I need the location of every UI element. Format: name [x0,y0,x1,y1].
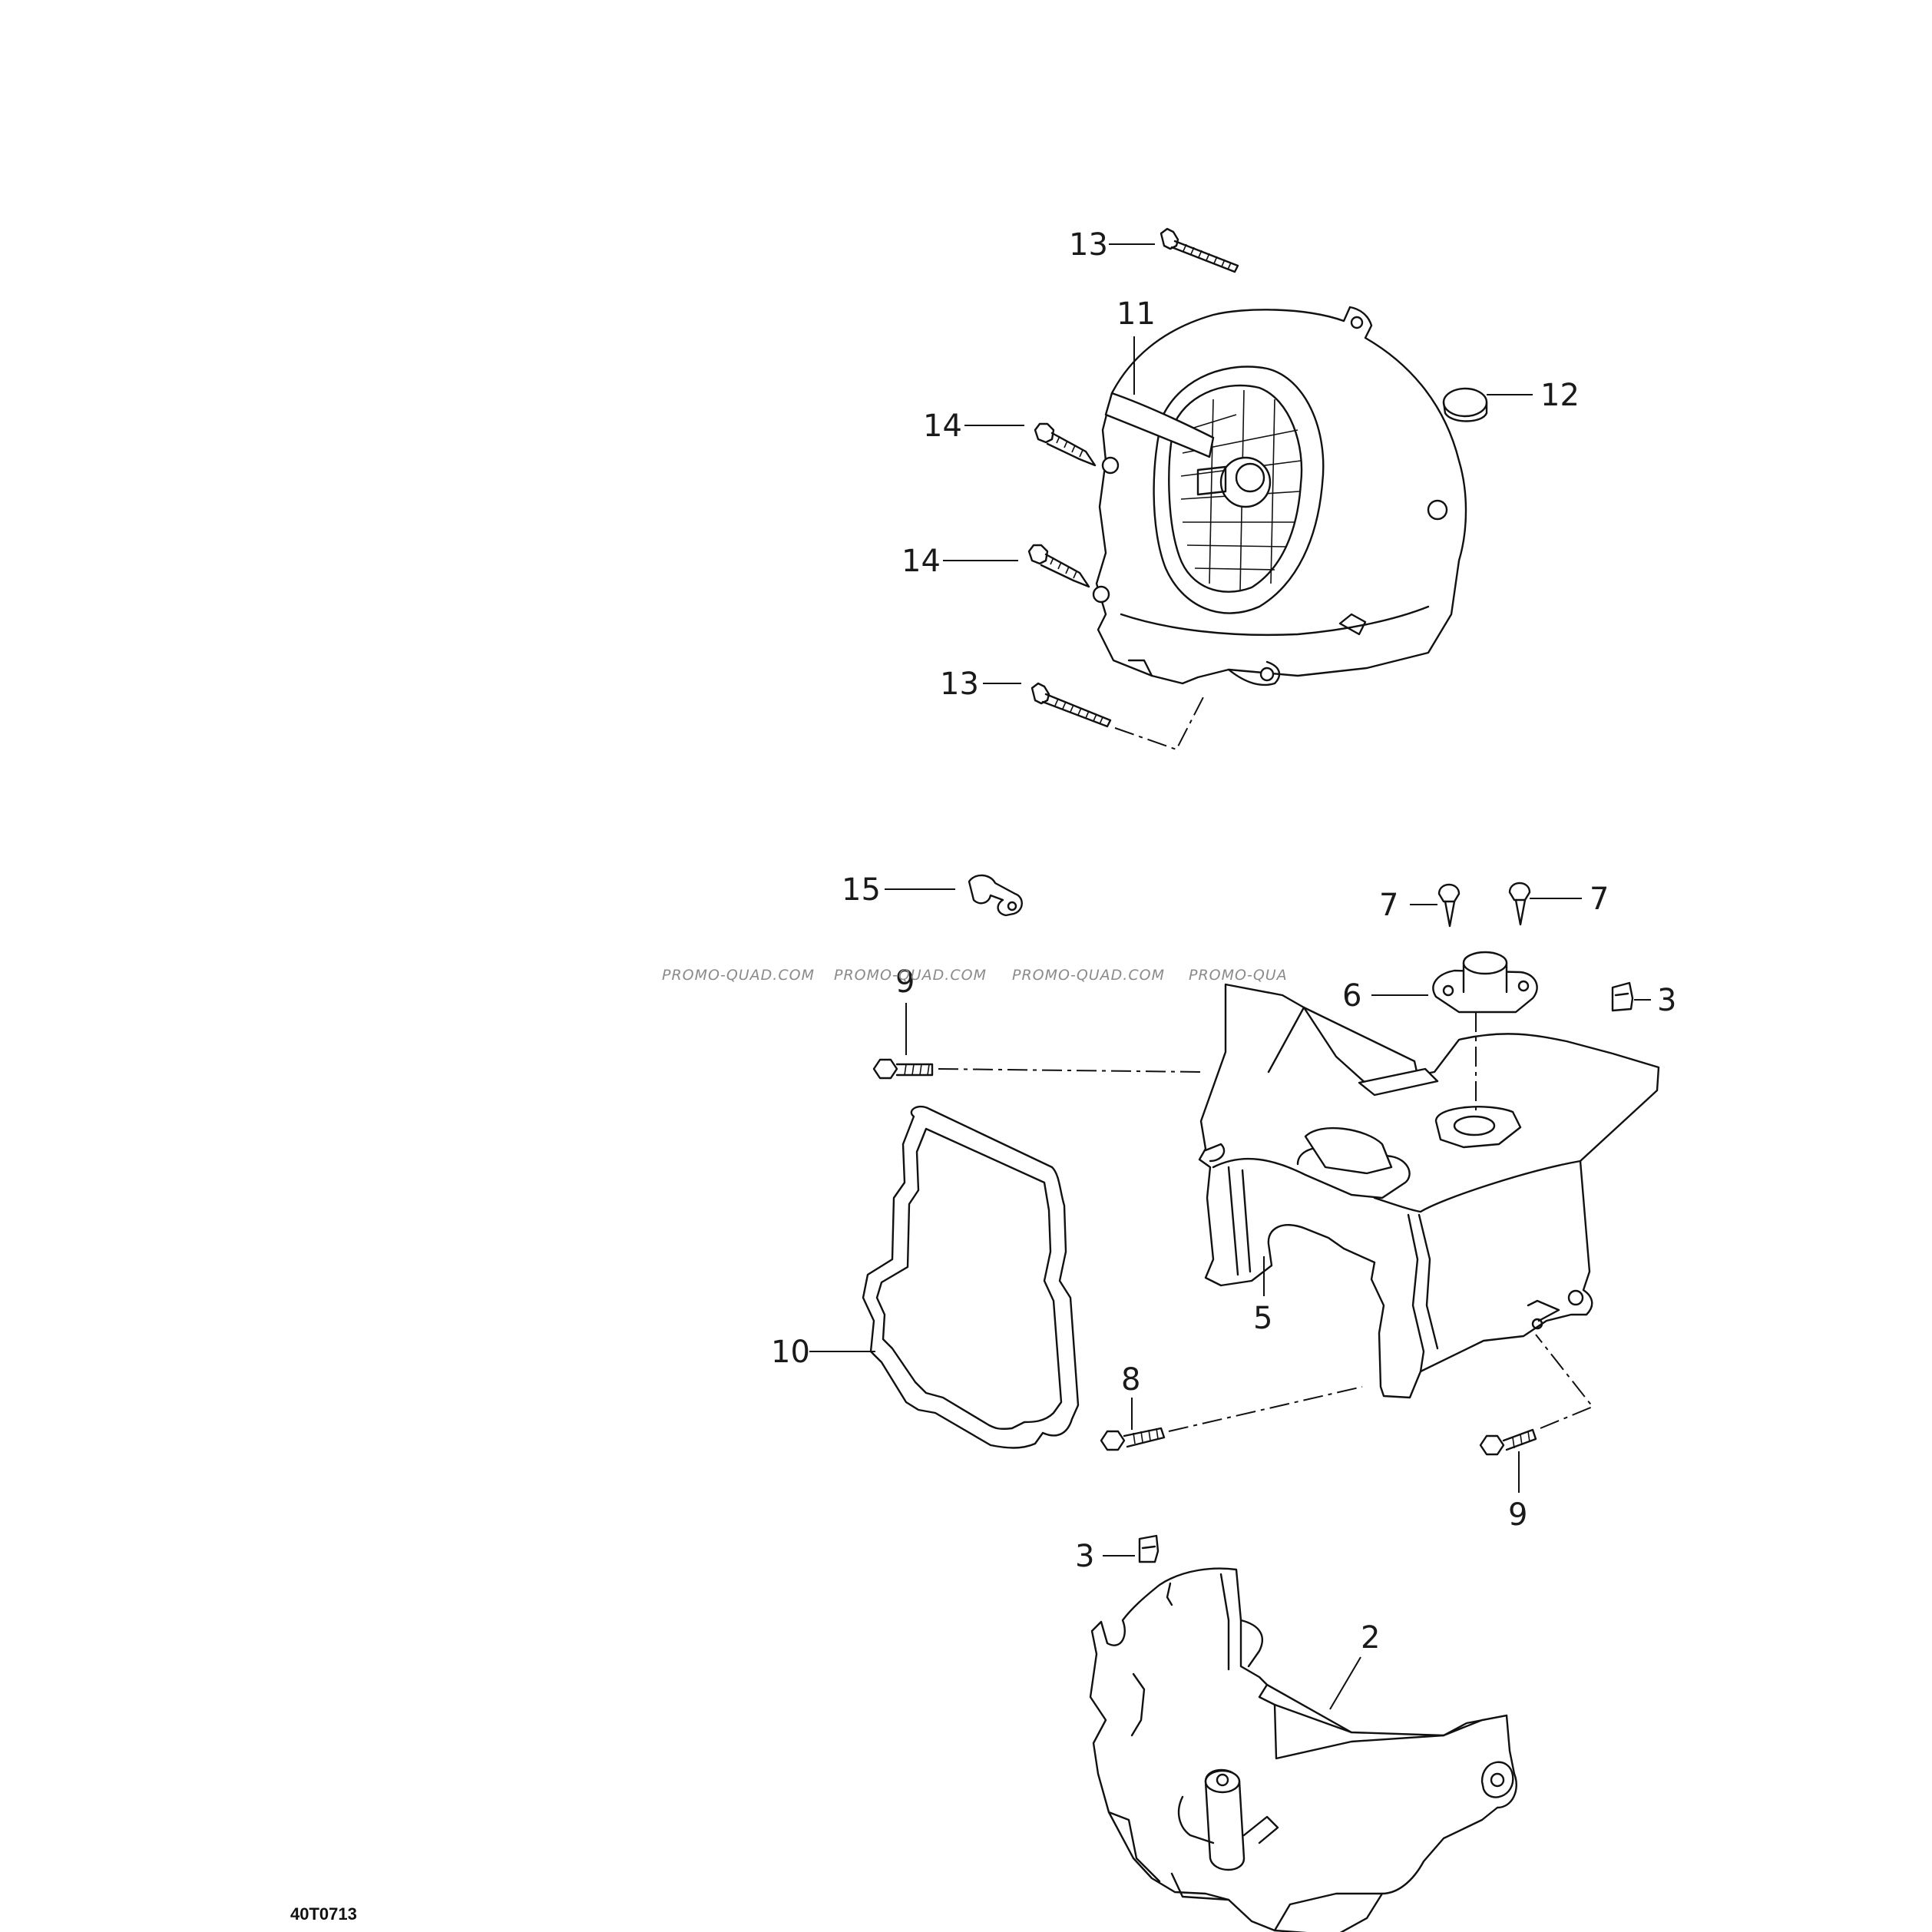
screw-13-top [1160,227,1239,273]
assembly-line-8 [1168,1386,1363,1432]
bolt-9-lower [1479,1428,1537,1456]
watermark-3: PROMO-QUAD.COM [1012,967,1165,984]
callout-10: 10 [771,1335,810,1370]
watermark-4: PROMO-QUA [1189,967,1288,984]
drawing-code: 40T0713 [290,1904,357,1924]
grommet-plate-6 [1432,951,1538,1014]
callout-3-right: 3 [1657,983,1676,1018]
fan-cover-11 [1092,306,1467,686]
callout-7-left: 7 [1379,888,1398,923]
assembly-line-9-upper [938,1068,1202,1073]
screw-14-upper [1034,422,1097,467]
callout-3-left: 3 [1075,1539,1094,1574]
callout-14-upper: 14 [923,409,962,444]
watermark-2: PROMO-QUAD.COM [834,967,987,984]
callout-14-lower: 14 [901,544,941,579]
callout-9-upper: 9 [895,964,915,1000]
gasket-10 [862,1105,1080,1449]
assembly-line-9-lower [1535,1334,1594,1429]
plug-12 [1442,387,1488,422]
screw-7-right [1508,882,1531,926]
callout-13-bottom: 13 [940,667,979,702]
callout-13-top: 13 [1069,227,1108,263]
callout-12: 12 [1540,378,1580,413]
callout-6: 6 [1342,978,1361,1014]
screw-13-bottom [1031,682,1112,728]
screw-7-left [1437,883,1461,928]
callout-15: 15 [842,872,881,908]
callout-labels: 13 11 12 14 14 13 15 7 7 9 6 3 5 10 8 9 … [771,227,1676,1656]
assembly-line-13 [1114,695,1205,751]
callout-5: 5 [1253,1301,1272,1336]
watermark-1: PROMO-QUAD.COM [662,967,815,984]
leader-lines [809,243,1651,1710]
lower-shroud-2 [1089,1567,1517,1932]
air-shroud-5 [1198,983,1660,1399]
watermark-strip: PROMO-QUAD.COM PROMO-QUAD.COM PROMO-QUAD… [662,967,1288,984]
bolt-8 [1100,1427,1166,1451]
callout-11: 11 [1117,296,1156,332]
callout-9-lower: 9 [1508,1497,1527,1533]
callout-7-right: 7 [1590,882,1609,917]
callout-2: 2 [1361,1620,1380,1656]
clamp-15 [968,874,1023,917]
screw-14-lower [1027,544,1090,588]
bolt-9-upper [872,1058,934,1080]
clip-3-right [1611,981,1634,1012]
clip-3-left [1138,1534,1160,1563]
callout-8: 8 [1121,1362,1140,1398]
